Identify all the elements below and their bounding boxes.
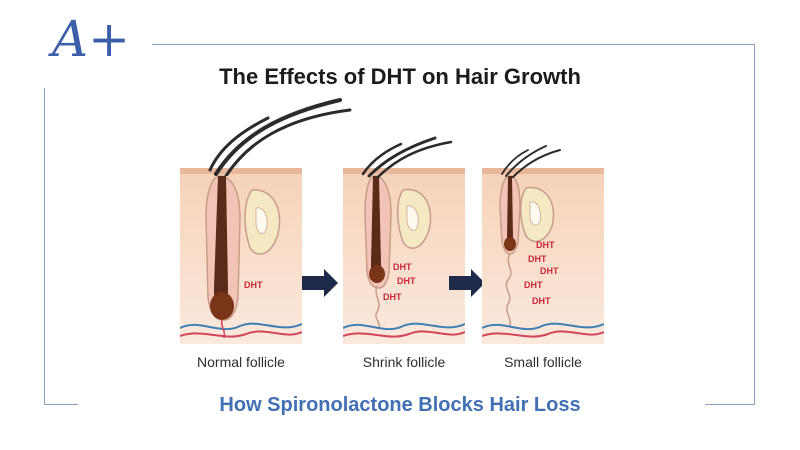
progression-arrow-icon [449,269,485,297]
small-follicle-panel: DHT DHT DHT DHT DHT [482,168,604,344]
dht-label: DHT [244,280,263,290]
brand-logo: A+ [52,10,131,68]
dht-label: DHT [524,280,543,290]
caption-title: How Spironolactone Blocks Hair Loss [219,394,581,416]
dht-label: DHT [528,254,547,264]
frame-bottom-right-line [705,404,755,405]
frame-top-line [152,44,755,45]
dht-label: DHT [540,266,559,276]
dht-label: DHT [397,276,416,286]
panel-label-normal: Normal follicle [197,354,285,370]
frame-left-line [44,88,45,404]
shrink-hair-strands [361,136,453,178]
small-hair-strands [501,145,561,178]
dht-label: DHT [536,240,555,250]
normal-follicle-panel: DHT [180,168,302,344]
dht-label: DHT [383,292,402,302]
dht-label: DHT [532,296,551,306]
normal-hair-strands [208,98,352,176]
frame-bottom-left-line [44,404,78,405]
panel-label-small: Small follicle [504,354,582,370]
progression-arrow-icon [302,269,338,297]
diagram-title: The Effects of DHT on Hair Growth [219,64,581,89]
panel-label-shrink: Shrink follicle [362,354,446,370]
frame-right-line [754,44,755,404]
dht-label: DHT [393,262,412,272]
shrink-follicle-panel: DHT DHT DHT [343,168,465,344]
